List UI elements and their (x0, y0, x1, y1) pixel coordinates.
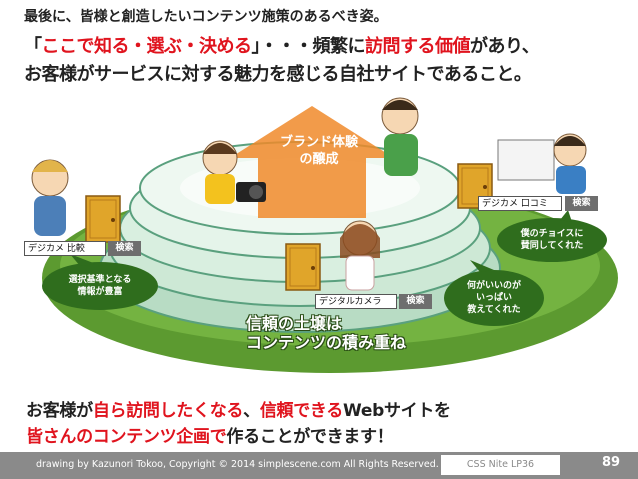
bubble-line: 何がいいのが (466, 281, 521, 291)
statement-line-1: 「ここで知る・選ぶ・決める」・・・頻繁に訪問する価値があり、 (24, 32, 540, 58)
bubble-line: 選択基準となる (68, 275, 132, 285)
bubble-agreed-choice: 僕のチョイスに 賛同してくれた (503, 228, 601, 252)
conclusion-text-can-make: 作ることができます！ (226, 427, 394, 447)
trust-line-1: 信頼の土壌は (246, 314, 343, 333)
conclusion-text: お客様が (26, 401, 93, 421)
event-label: CSS Nite LP36 (441, 455, 560, 475)
bubble-line: いっぱい (475, 293, 512, 303)
conclusion-text-end: Webサイトを (343, 401, 451, 421)
person-presenting-icon (381, 97, 419, 176)
highlight-visit-value: 訪問する価値 (365, 36, 471, 57)
highlight-want-to-visit: 自ら訪問したくなる (92, 401, 244, 421)
search-button: 検索 (108, 241, 141, 256)
statement-text-end: があり、 (470, 36, 540, 57)
growth-arrow (230, 106, 394, 218)
bubble-told-me-what-is-good: 何がいいのが いっぱい 教えてくれた (449, 280, 539, 316)
search-query: デジタルカメラ (315, 294, 397, 309)
conclusion-comma: 、 (243, 401, 260, 421)
person-camera-icon (202, 140, 266, 204)
bracket-open: 「 (24, 36, 42, 57)
statement-line-2: お客様がサービスに対する魅力を感じる自社サイトであること。 (24, 64, 532, 85)
person-thinking-icon (31, 159, 69, 236)
content-spiral-diagram (31, 97, 618, 373)
trust-line-2: コンテンツの積み重ね (246, 333, 407, 352)
bubble-line: 賛同してくれた (520, 241, 584, 251)
bubble-line: 情報が豊富 (77, 287, 123, 297)
search-bar-reviews: デジカメ 口コミ 検索 (478, 196, 598, 211)
brand-line-2: の醸成 (299, 152, 339, 167)
door-left (85, 195, 121, 243)
search-button: 検索 (565, 196, 598, 211)
conclusion-line-2: 皆さんのコンテンツ企画で作ることができます！ (26, 422, 394, 447)
copyright-text: drawing by Kazunori Tokoo, Copyright © 2… (36, 459, 439, 470)
person-computer-icon (497, 133, 587, 194)
highlight-trustworthy: 信頼できる (259, 401, 343, 421)
bubble-line: 僕のチョイスに (520, 229, 584, 239)
person-woman-icon (340, 220, 380, 291)
brand-experience-label: ブランド体験 の醸成 (276, 134, 362, 168)
bubble-line: 教えてくれた (467, 305, 521, 315)
search-query: デジカメ 口コミ (478, 196, 562, 211)
page-number: 89 (602, 455, 621, 470)
search-query: デジカメ 比較 (24, 241, 106, 256)
highlight-know-choose-decide: ここで知る・選ぶ・決める (41, 36, 253, 57)
slide-title: 最後に、皆様と創造したいコンテンツ施策のあるべき姿。 (24, 9, 388, 25)
bubble-shapes (42, 210, 607, 326)
trust-soil-label: 信頼の土壌は コンテンツの積み重ね (246, 314, 406, 352)
door-center (285, 243, 321, 291)
search-button: 検索 (399, 294, 432, 309)
brand-line-1: ブランド体験 (279, 135, 358, 150)
highlight-content-planning: 皆さんのコンテンツ企画で (26, 427, 227, 447)
statement-text: 」・・・頻繁に (251, 36, 366, 57)
search-bar-digital-camera: デジタルカメラ 検索 (315, 294, 432, 309)
conclusion-line-1: お客様が自ら訪問したくなる、信頼できるWebサイトを (26, 396, 451, 421)
search-bar-compare: デジカメ 比較 検索 (24, 241, 141, 256)
bubble-rich-information: 選択基準となる 情報が豊富 (52, 274, 148, 298)
